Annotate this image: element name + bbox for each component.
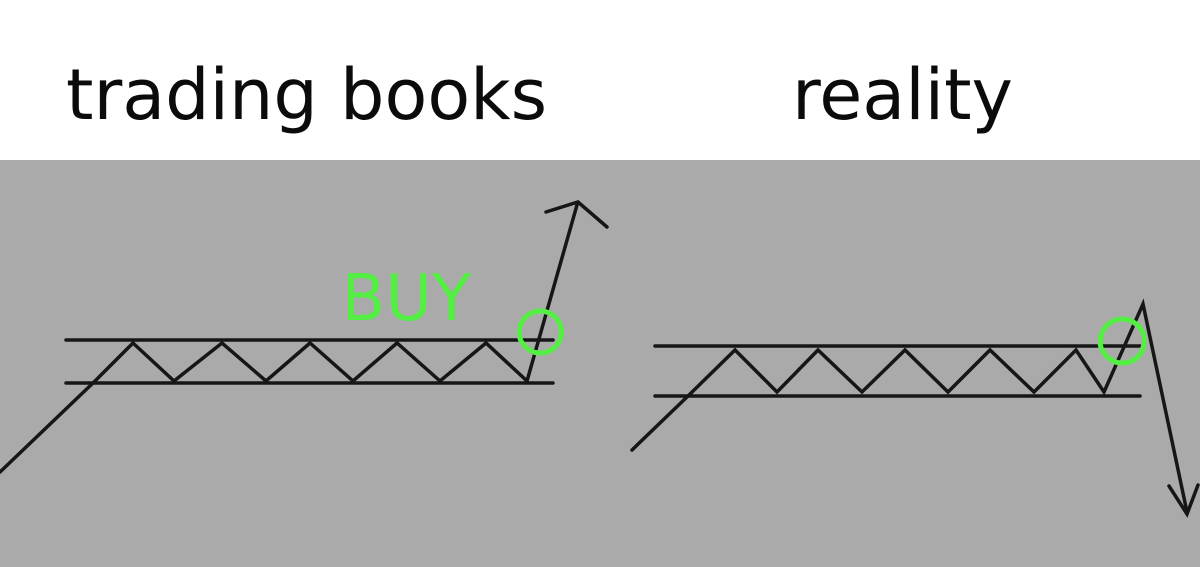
reality-pattern [630,298,1200,518]
buy-label: BUY [341,262,472,336]
price-path-right [630,298,1189,514]
illustration-canvas: BUY [0,160,1200,567]
breakdown-arrowhead [1167,483,1200,518]
textbook-pattern [0,200,609,474]
entry-circle-right [1097,316,1147,366]
entry-circle-left [516,308,564,356]
header: trading books reality [0,0,1200,160]
panel-background [0,160,1200,567]
illustration-panel: BUY [0,160,1200,567]
price-path-left [0,203,579,474]
caption-reality: reality [792,54,1013,136]
caption-trading-books: trading books [66,54,548,136]
breakout-arrowhead [544,200,609,229]
